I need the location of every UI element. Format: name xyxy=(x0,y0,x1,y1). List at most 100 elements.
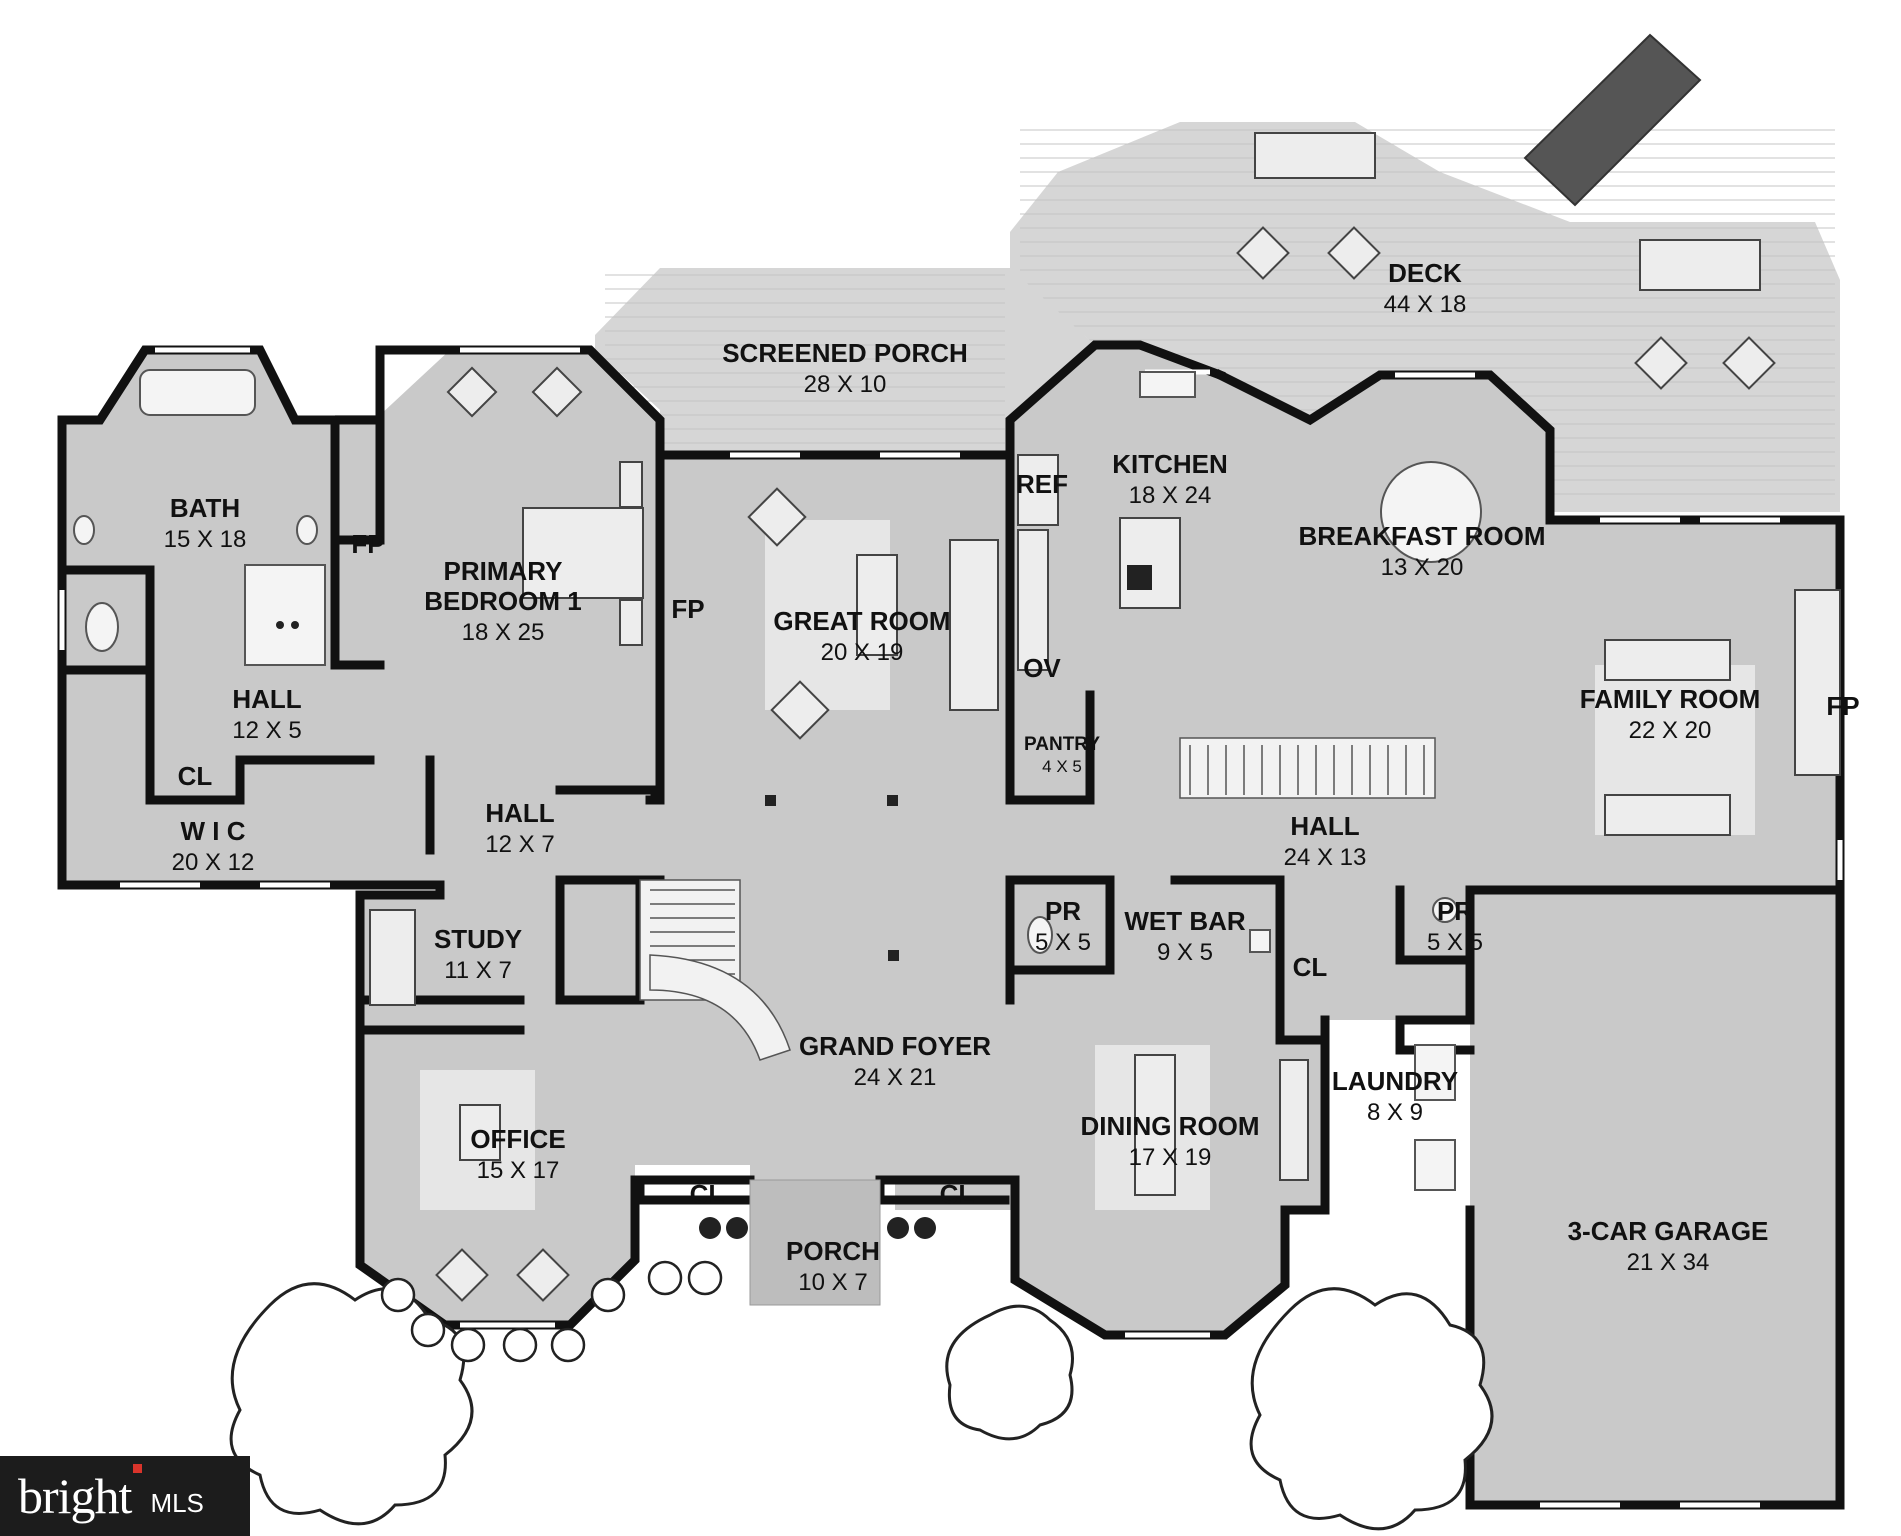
label-fp-bedroom: FP xyxy=(351,529,384,559)
bathtub xyxy=(139,369,256,416)
bright-mls-logo: bright MLS xyxy=(0,1456,250,1536)
sink xyxy=(296,515,318,545)
room-name-hall-bedroom: HALL xyxy=(232,684,301,714)
label-cl-bedroom-hall: CL xyxy=(178,761,213,791)
room-dims-hall-east: 24 X 13 xyxy=(1284,844,1367,871)
pr-toilet xyxy=(1027,916,1053,954)
room-dims-deck: 44 X 18 xyxy=(1384,291,1467,318)
shrub xyxy=(550,1327,586,1363)
deck-chair xyxy=(1722,336,1776,390)
sink xyxy=(73,515,95,545)
console xyxy=(949,539,999,711)
room-name-dining-room: DINING ROOM xyxy=(1080,1111,1259,1141)
deck-chair xyxy=(1634,336,1688,390)
pr-sink xyxy=(1432,897,1458,923)
sofa xyxy=(1604,794,1731,836)
room-name-pr-2: PR xyxy=(1437,896,1473,926)
dining-table xyxy=(1134,1054,1176,1196)
room-dims-wet-bar: 9 X 5 xyxy=(1157,939,1213,966)
room-name-bath: BATH xyxy=(170,493,240,523)
room-dims-family-room: 22 X 20 xyxy=(1629,717,1712,744)
room-dims-bath: 15 X 18 xyxy=(164,526,247,553)
shrub xyxy=(687,1260,723,1296)
tree xyxy=(1249,1287,1494,1531)
room-dims-dining-room: 17 X 19 xyxy=(1129,1144,1212,1171)
room-name-office: OFFICE xyxy=(470,1124,565,1154)
room-name-great-room: GREAT ROOM xyxy=(773,606,950,636)
label-cl-foyer-east: CL xyxy=(940,1179,975,1209)
sofa xyxy=(856,554,898,656)
armchair xyxy=(446,366,498,418)
fixtures xyxy=(73,366,1841,1302)
logo-brand: bright xyxy=(18,1468,132,1524)
armchair xyxy=(770,680,830,740)
room-name-screened-porch: SCREENED PORCH xyxy=(722,338,968,368)
main-stair xyxy=(1179,737,1436,799)
nightstand xyxy=(619,599,643,646)
shrub xyxy=(590,1277,626,1313)
refrigerator-block xyxy=(1017,454,1059,526)
kitchen-sink xyxy=(1139,371,1196,398)
label-fp-great-room: FP xyxy=(671,594,704,624)
room-dims-great-room: 20 X 19 xyxy=(821,639,904,666)
room-dims-breakfast-room: 13 X 20 xyxy=(1381,554,1464,581)
bar-sink xyxy=(1249,929,1271,953)
room-name-garage: 3-CAR GARAGE xyxy=(1568,1216,1769,1246)
armchair xyxy=(435,1248,489,1302)
room-name-porch: PORCH xyxy=(786,1236,880,1266)
room-name-laundry: LAUNDRY xyxy=(1332,1066,1458,1096)
island xyxy=(1119,517,1181,609)
deck-chair xyxy=(1327,226,1381,280)
room-name-pr-1: PR xyxy=(1045,896,1081,926)
fireplace-hearth xyxy=(1794,589,1841,776)
logo-dot xyxy=(133,1463,143,1473)
room-dims-pr-2: 5 X 5 xyxy=(1427,929,1483,956)
armchair xyxy=(516,1248,570,1302)
room-name-study: STUDY xyxy=(434,924,522,954)
room-dims-porch: 10 X 7 xyxy=(798,1269,867,1296)
counter xyxy=(1017,529,1049,671)
room-dims-hall-bedroom: 12 X 5 xyxy=(232,717,301,744)
label-cl-laundry: CL xyxy=(1293,952,1328,982)
logo-suffix: MLS xyxy=(150,1487,204,1518)
room-name-hall-east: HALL xyxy=(1290,811,1359,841)
office-desk xyxy=(459,1104,501,1161)
room-name-primary-bedroom: PRIMARY xyxy=(444,556,563,586)
label-ov: OV xyxy=(1023,653,1061,683)
curved-stair xyxy=(649,954,791,1061)
deck-stairs xyxy=(1523,33,1702,207)
shrub xyxy=(410,1312,446,1348)
room-name-hall-center: HALL xyxy=(485,798,554,828)
walls xyxy=(57,340,1845,1510)
room-name-kitchen: KITCHEN xyxy=(1112,449,1228,479)
room-name-breakfast-room: BREAKFAST ROOM xyxy=(1299,521,1546,551)
stairs xyxy=(639,737,1436,1061)
columns xyxy=(765,795,899,961)
room-name-primary-bedroom-line2: BEDROOM 1 xyxy=(424,586,581,616)
room-name-wet-bar: WET BAR xyxy=(1124,906,1246,936)
room-dims-wic: 20 X 12 xyxy=(172,849,255,876)
dryer xyxy=(1414,1139,1456,1191)
shrub xyxy=(502,1327,538,1363)
room-name-family-room: FAMILY ROOM xyxy=(1580,684,1761,714)
sofa xyxy=(1604,639,1731,681)
armchair xyxy=(747,487,807,547)
shower xyxy=(244,564,326,666)
shrub xyxy=(380,1277,416,1313)
shrub xyxy=(647,1260,683,1296)
label-fp-family-room: FP xyxy=(1826,691,1859,721)
room-dims-study: 11 X 7 xyxy=(444,957,512,984)
room-name-deck: DECK xyxy=(1388,258,1462,288)
room-dims-laundry: 8 X 9 xyxy=(1367,1099,1423,1126)
shrub xyxy=(450,1327,486,1363)
room-name-pantry: PANTRY xyxy=(1024,734,1100,755)
deck-sofa-2 xyxy=(1639,239,1761,291)
breakfast-table xyxy=(1380,461,1482,563)
tree xyxy=(945,1304,1074,1441)
armchair xyxy=(531,366,583,418)
room-dims-hall-center: 12 X 7 xyxy=(485,831,554,858)
toilet xyxy=(85,602,119,652)
deck-area xyxy=(1010,33,1840,512)
room-dims-office: 15 X 17 xyxy=(477,1157,560,1184)
